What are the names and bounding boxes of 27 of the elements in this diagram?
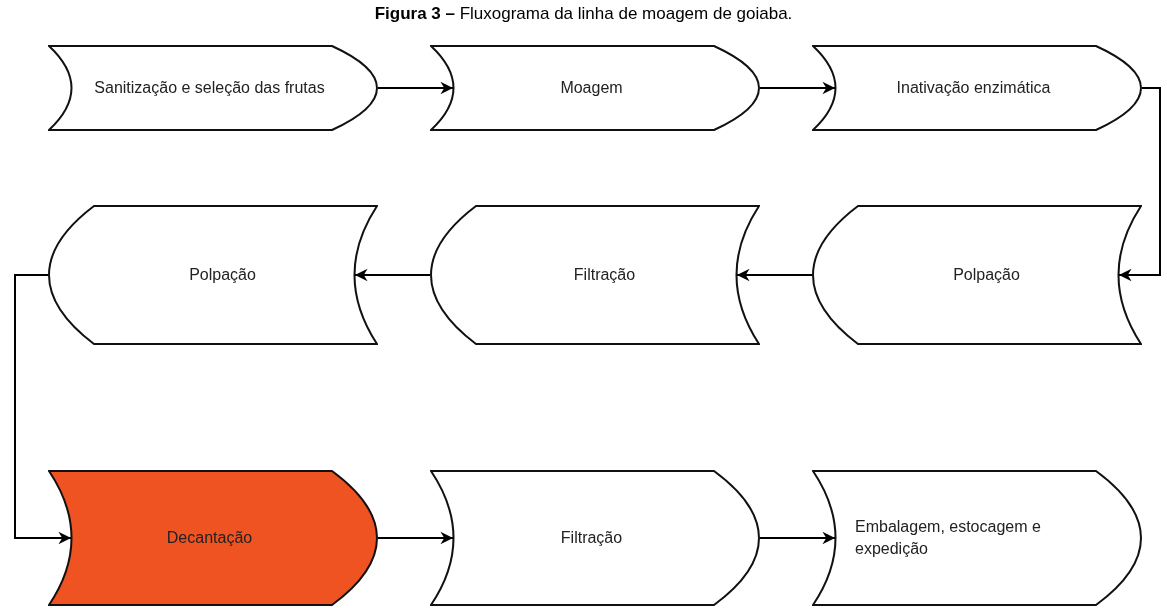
step-label: Polpação — [953, 265, 1020, 286]
step-label: Embalagem, estocagem e expedição — [855, 517, 1042, 559]
step-label: Filtração — [573, 265, 636, 286]
step-label: Inativação enzimática — [896, 78, 1051, 99]
arrow — [759, 81, 836, 95]
process-step — [812, 205, 1142, 345]
arrow — [1118, 87, 1161, 282]
arrow — [377, 531, 454, 545]
process-step — [48, 205, 378, 345]
process-step — [812, 45, 1142, 131]
step-label: Polpação — [189, 265, 256, 286]
step-label: Filtração — [560, 528, 623, 549]
arrow — [14, 274, 72, 545]
step-label: Decantação — [166, 528, 253, 549]
process-step — [812, 470, 1142, 606]
process-step — [48, 45, 378, 131]
arrow — [736, 268, 813, 282]
arrow — [354, 268, 431, 282]
process-step — [430, 45, 760, 131]
step-label: Moagem — [560, 78, 623, 99]
step-label: Sanitização e seleção das frutas — [94, 78, 325, 99]
process-step — [430, 470, 760, 606]
arrow — [759, 531, 836, 545]
figure-title: Figura 3 – Fluxograma da linha de moagem de goiaba. — [374, 4, 793, 23]
process-step — [430, 205, 760, 345]
arrow — [377, 81, 454, 95]
process-step — [48, 470, 378, 606]
